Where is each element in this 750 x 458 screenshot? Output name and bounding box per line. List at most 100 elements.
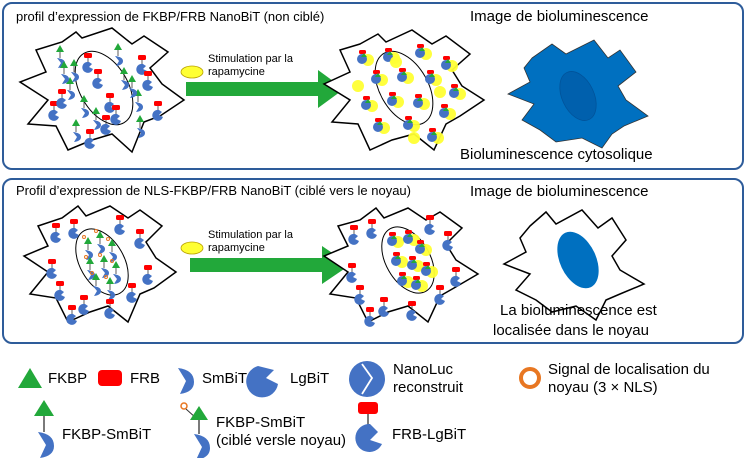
frb-lgbit-molecule <box>114 215 125 235</box>
legend-icons <box>18 361 541 458</box>
legend-fkbp-smbit: FKBP-SmBiT <box>62 426 152 443</box>
panel-1-stimulation-line-1: Stimulation par la <box>208 53 293 65</box>
fkbp-smbit-molecule <box>94 229 105 254</box>
legend-nls-line-2: noyau (3 × NLS) <box>548 379 658 396</box>
fkbp-smbit-molecule <box>128 75 137 98</box>
frb-lgbit-molecule <box>364 307 375 327</box>
nanoluc-complex <box>421 262 438 278</box>
legend-frb-lgbit: FRB-LgBiT <box>392 426 467 443</box>
nls-icon <box>519 367 541 389</box>
stimulation-arrow-1 <box>186 70 344 108</box>
panel-1-result: Bioluminescence cytosolique <box>460 146 653 163</box>
nanoluc-complex <box>403 230 420 246</box>
frb-icon <box>98 370 122 386</box>
cell-outline-1a <box>18 27 186 154</box>
nanoluc-complex <box>411 276 428 292</box>
frb-lgbit-molecule <box>84 129 95 149</box>
panel-2-graphics <box>22 204 646 327</box>
frb-lgbit-molecule <box>50 223 61 243</box>
frb-lgbit-molecule <box>100 115 111 135</box>
fkbp-smbit-molecule <box>120 67 129 90</box>
smbit-icon <box>178 368 194 394</box>
frb-lgbit-molecule <box>142 265 153 285</box>
frb-lgbit-molecule <box>442 231 453 251</box>
fkbp-smbit-molecule <box>90 271 101 296</box>
nanoluc-complex <box>427 128 444 144</box>
nanoluc-complex <box>391 252 408 268</box>
frb-lgbit-molecule <box>450 267 461 287</box>
frb-lgbit-molecule <box>406 301 417 321</box>
frb-lgbit-molecule <box>104 299 115 319</box>
panel-2-result-line-1: La bioluminescence est <box>500 302 657 319</box>
frb-lgbit-molecule <box>110 105 121 125</box>
frb-lgbit-molecule <box>68 219 79 239</box>
frb-lgbit-molecule <box>142 71 153 91</box>
frb-lgbit-molecule <box>366 219 377 239</box>
frb-lgbit-molecule <box>126 283 137 303</box>
frb-lgbit-molecule <box>424 215 435 235</box>
legend-smbit: SmBiT <box>202 370 247 387</box>
fkbp-smbit-molecule <box>70 59 79 82</box>
legend-nls-line-1: Signal de localisation du <box>548 361 710 378</box>
fkbp-smbit-molecule <box>92 107 101 130</box>
frb-lgbit-molecule <box>354 285 365 305</box>
legend-fkbp-smbit-nls-line-1: FKBP-SmBiT <box>216 414 306 431</box>
panel-2-stimulation-line-2: rapamycine <box>208 242 265 254</box>
nanoluc-complex <box>407 256 424 272</box>
frb-lgbit-molecule <box>348 225 359 245</box>
frb-lgbit-molecule <box>46 259 57 279</box>
legend-fkbp-smbit-nls-line-2: (ciblé versle noyau) <box>216 432 347 449</box>
fkbp-smbit-nls-icon <box>194 434 210 458</box>
luminescence-nucleus <box>557 231 599 289</box>
legend-frb: FRB <box>130 370 160 387</box>
fkbp-smbit-molecule <box>114 43 123 66</box>
frb-lgbit-icon <box>355 423 382 452</box>
frb-lgbit-molecule <box>346 263 357 283</box>
proteins-2a <box>46 215 153 325</box>
fkbp-smbit-molecule <box>110 259 121 284</box>
luminescence-nucleus-dark <box>559 71 597 121</box>
panel-1-image-label: Image de bioluminescence <box>470 8 649 25</box>
frb-lgbit-molecule <box>56 89 67 109</box>
panel-2-title: Profil d’expression de NLS-FKBP/FRB Nano… <box>16 183 411 198</box>
fkbp-smbit-molecule <box>66 77 75 100</box>
nanoluc-complex <box>413 94 430 110</box>
stimulation-arrow-2 <box>190 246 350 284</box>
nucleus-2a <box>75 228 129 296</box>
nanoluc-complex <box>357 50 374 66</box>
frb-lgbit-molecule <box>378 297 389 317</box>
frb-lgbit-molecule <box>92 69 103 89</box>
frb-lgbit-molecule <box>152 101 163 121</box>
frb-lgbit-molecule <box>82 53 93 73</box>
fkbp-smbit-molecule <box>136 115 145 138</box>
panel-1-stimulation-line-2: rapamycine <box>208 66 265 78</box>
frb-lgbit-molecule <box>104 93 115 113</box>
panel-untargeted <box>2 2 744 170</box>
panel-2-image-label: Image de bioluminescence <box>470 183 649 200</box>
fkbp-smbit-molecule <box>72 119 81 142</box>
lgbit-icon <box>246 366 278 398</box>
panel-1-graphics <box>18 27 649 154</box>
legend-fkbp: FKBP <box>48 370 88 387</box>
panel-nucleus-targeted <box>2 178 744 344</box>
nanoluc-complex <box>425 70 442 86</box>
nanoluc-complex <box>415 240 432 256</box>
fkbp-smbit-molecule <box>82 235 93 260</box>
nanoluc-complex <box>387 232 404 248</box>
nanoluc-complex <box>449 84 466 100</box>
nanoluc-complex <box>403 116 420 132</box>
panel-1-title: profil d’expression de FKBP/FRB NanoBiT … <box>16 9 325 24</box>
nanoluc-complex <box>397 272 414 288</box>
nanoluc-complex <box>397 68 414 84</box>
nanoluc-complex <box>373 118 390 134</box>
complexes-1b <box>352 44 466 144</box>
frb-lgbit-molecule <box>66 305 77 325</box>
nanoluc-complex <box>415 44 432 60</box>
panel-2-stimulation-line-1: Stimulation par la <box>208 229 293 241</box>
nls-small-icon <box>180 402 188 410</box>
panel-2-result-line-2: localisée dans le noyau <box>493 322 649 339</box>
fkbp-icon <box>18 368 42 388</box>
nanoluc-icon <box>349 361 385 397</box>
legend-nanoluc-line-2: reconstruit <box>393 379 464 396</box>
fkbp-smbit-molecule <box>106 237 117 262</box>
